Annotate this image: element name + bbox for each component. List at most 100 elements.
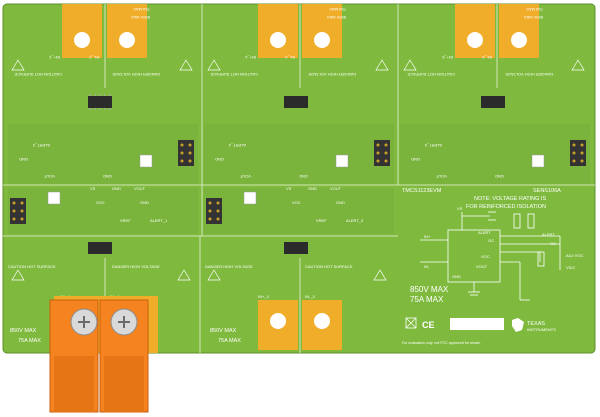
warning-icon xyxy=(207,59,221,71)
sensor-ic xyxy=(88,242,112,254)
bottom-module-3-signal: VS GND VOUT VOC GND VREF ALERT_3 xyxy=(204,186,394,234)
footer-note: For evaluation only; not FCC approved fo… xyxy=(402,341,481,345)
top-module-2: 75A MAX 850V MAX IN+_4 IN-_4 CAUTION HOT… xyxy=(204,4,394,184)
bottom-module-3: DANGER HIGH VOLTAGE CAUTION HOT SURFACE … xyxy=(205,264,387,350)
terminal-block-connector[interactable] xyxy=(49,299,149,413)
header-connector xyxy=(374,140,390,166)
mount-hole xyxy=(74,32,90,48)
sensor-ic xyxy=(481,96,505,108)
schem-oc-side: OC xyxy=(550,241,556,246)
schem-oc: OC xyxy=(488,238,494,243)
in-plus-label: IN+_2 xyxy=(48,55,60,60)
weee-bin-icon xyxy=(405,317,417,329)
schem-in-minus: IN- xyxy=(424,264,430,269)
rating-current-text: 75A MAX xyxy=(18,338,41,344)
rating-voltage-text: 850V MAX xyxy=(410,285,449,294)
signal-region xyxy=(8,124,198,184)
caution-label: CAUTION HOT SURFACE xyxy=(14,72,62,77)
gnd-label: GND xyxy=(112,186,121,191)
gnd-label: GND xyxy=(215,157,224,162)
copper-pad-in-plus-4 xyxy=(258,4,298,58)
signal-region xyxy=(204,124,394,184)
danger-label: DANGER HIGH VOLTAGE xyxy=(112,264,160,269)
gnd-label: GND xyxy=(103,174,112,179)
danger-label: DANGER HIGH VOLTAGE xyxy=(205,264,253,269)
alert-label: ALERT_3 xyxy=(346,218,364,223)
header-connector xyxy=(178,140,194,166)
vout-label: VOUT xyxy=(330,186,342,191)
note-line-1: NOTE: VOLTAGE RATING IS xyxy=(474,196,546,202)
in-plus-label: IN+_3 xyxy=(258,294,270,299)
vout-label: VOUT xyxy=(435,174,447,179)
schematic-panel: TMCS1123EVM SENS106A NOTE: VOLTAGE RATIN… xyxy=(402,188,583,345)
schem-vs: VS xyxy=(457,206,463,211)
alert-label: ALERT_2 xyxy=(32,143,50,148)
mount-hole xyxy=(270,32,286,48)
mount-hole xyxy=(314,313,330,329)
schematic-lines xyxy=(420,211,561,301)
vref-label: VREF xyxy=(316,218,327,223)
schem-in-plus: IN+ xyxy=(424,234,431,239)
mount-hole xyxy=(314,32,330,48)
caution-label: CAUTION HOT SURFACE xyxy=(407,72,455,77)
gnd-label: GND xyxy=(308,186,317,191)
mount-hole xyxy=(270,313,286,329)
schem-alert-side: ALERT xyxy=(542,232,555,237)
warning-icon xyxy=(177,269,191,281)
module-dividers xyxy=(3,4,595,353)
gnd-label: GND xyxy=(299,174,308,179)
potentiometer xyxy=(243,191,257,205)
danger-label: DANGER HIGH VOLTAGE xyxy=(505,72,553,77)
gnd-label: GND xyxy=(19,157,28,162)
rating-current-text: 75A MAX xyxy=(526,7,543,12)
rating-voltage-text: 850V MAX xyxy=(10,328,37,334)
gnd-label: GND xyxy=(140,200,149,205)
potentiometer xyxy=(139,154,153,168)
caution-label: CAUTION HOT SURFACE xyxy=(8,264,56,269)
vout-label: VOUT xyxy=(239,174,251,179)
voc-label: VOC xyxy=(96,200,105,205)
schem-alert: ALERT xyxy=(478,230,491,235)
alert-label: ALERT_6 xyxy=(424,143,442,148)
bottom-module-1-signal: VS GND VOUT VOC GND VREF ALERT_1 xyxy=(8,186,198,234)
copper-pad-in-minus-6 xyxy=(499,4,539,58)
copper-pad-in-plus-2 xyxy=(62,4,102,58)
alert-label: ALERT_4 xyxy=(228,143,246,148)
mount-hole xyxy=(467,32,483,48)
board-title: TMCS1123EVM xyxy=(402,188,442,194)
rating-voltage-text: 850V MAX xyxy=(131,15,150,20)
warning-icon xyxy=(11,269,25,281)
schem-vout: VOUT xyxy=(476,264,488,269)
top-module-1: 75A MAX 850V MAX IN+_2 IN-_2 CAUTION HOT… xyxy=(8,4,198,184)
note-line-2: FOR REINFORCED ISOLATION xyxy=(466,204,546,210)
rating-voltage-text: 850V MAX xyxy=(327,15,346,20)
warning-icon xyxy=(373,269,387,281)
header-connector xyxy=(570,140,586,166)
in-minus-label: IN-_2 xyxy=(88,55,99,60)
warning-icon xyxy=(207,269,221,281)
danger-label: DANGER HIGH VOLTAGE xyxy=(308,72,356,77)
sensor-ic xyxy=(284,96,308,108)
in-plus-label: IN+_4 xyxy=(244,55,256,60)
warning-icon xyxy=(375,59,389,71)
voc-label: VOC xyxy=(292,200,301,205)
alert-label: ALERT_1 xyxy=(150,218,168,223)
vout-label: VOUT xyxy=(43,174,55,179)
potentiometer xyxy=(47,191,61,205)
schem-adj-voc: ADJ VOC xyxy=(566,253,583,258)
label-blank xyxy=(450,318,504,330)
top-module-3: 75A MAX 850V MAX IN+_6 IN-_6 CAUTION HOT… xyxy=(400,4,590,184)
warning-icon xyxy=(403,59,417,71)
danger-label: DANGER HIGH VOLTAGE xyxy=(112,72,160,77)
gnd-label: GND xyxy=(495,174,504,179)
potentiometer xyxy=(531,154,545,168)
gnd-label: GND xyxy=(336,200,345,205)
caution-label: CAUTION HOT SURFACE xyxy=(210,72,258,77)
caution-label: CAUTION HOT SURFACE xyxy=(305,264,353,269)
rating-voltage-text: 850V MAX xyxy=(524,15,543,20)
in-minus-label: IN-_4 xyxy=(284,55,295,60)
terminal-body xyxy=(54,356,94,412)
ti-logo-icon xyxy=(512,318,524,332)
rating-current-text: 75A MAX xyxy=(329,7,346,12)
